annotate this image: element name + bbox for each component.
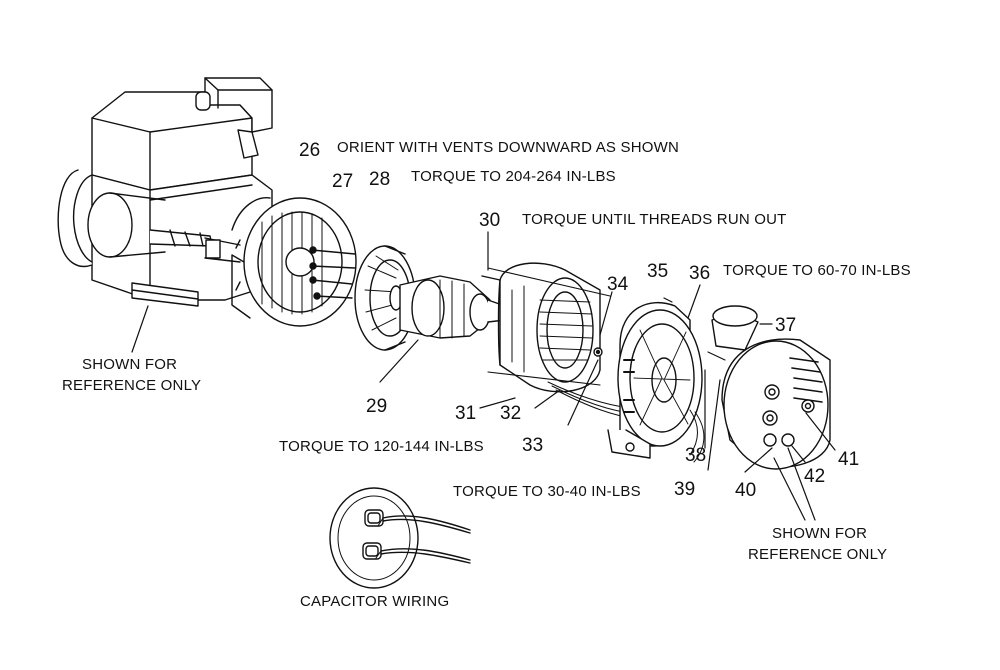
note-reference-left-line2: REFERENCE ONLY: [62, 377, 202, 394]
note-torque-60-70: TORQUE TO 60-70 IN-LBS: [723, 262, 911, 279]
bolts-27-28: [309, 246, 356, 300]
callout-27: 27: [332, 171, 354, 192]
capacitor-37: [711, 305, 773, 351]
end-bell-35: [607, 284, 726, 471]
callout-37: 37: [775, 315, 797, 336]
note-torque-120-144: TORQUE TO 120-144 IN-LBS: [279, 438, 484, 455]
note-capacitor-wiring: CAPACITOR WIRING: [300, 593, 450, 610]
capacitor-wiring-inset: [329, 487, 471, 589]
callout-31: 31: [455, 403, 477, 424]
note-reference-left-line1: SHOWN FOR: [82, 356, 178, 373]
callout-26: 26: [299, 140, 321, 161]
callout-34: 34: [607, 274, 629, 295]
note-torque-204-264: TORQUE TO 204-264 IN-LBS: [411, 168, 616, 185]
end-cover: [721, 338, 836, 521]
stator-31: [479, 231, 649, 426]
callout-40: 40: [735, 480, 757, 501]
callout-33: 33: [522, 435, 544, 456]
callout-42: 42: [804, 466, 826, 487]
rotor: [379, 275, 506, 383]
callout-28: 28: [369, 169, 391, 190]
note-orient-vents: ORIENT WITH VENTS DOWNWARD AS SHOWN: [337, 139, 680, 156]
callout-38: 38: [685, 445, 707, 466]
note-reference-right-line1: SHOWN FOR: [772, 525, 868, 542]
note-reference-right-line2: REFERENCE ONLY: [748, 546, 888, 563]
note-torque-threads: TORQUE UNTIL THREADS RUN OUT: [522, 211, 787, 228]
callout-32: 32: [500, 403, 522, 424]
callout-39: 39: [674, 479, 696, 500]
callout-36: 36: [689, 263, 711, 284]
callout-29: 29: [366, 396, 388, 417]
callout-30: 30: [479, 210, 501, 231]
callout-35: 35: [647, 261, 669, 282]
note-torque-30-40: TORQUE TO 30-40 IN-LBS: [453, 483, 641, 500]
adapter-26: [231, 197, 357, 327]
engine-assembly: [57, 77, 273, 353]
callout-41: 41: [838, 449, 860, 470]
